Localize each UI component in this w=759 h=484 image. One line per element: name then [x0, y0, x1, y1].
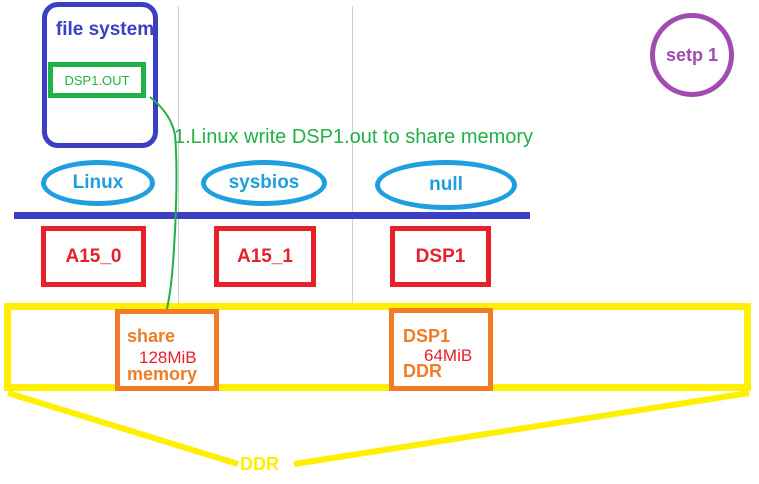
column-divider	[178, 6, 179, 306]
system-bus	[14, 212, 530, 219]
region-size: 128MiB	[139, 348, 197, 367]
file-system-box: file system	[42, 2, 158, 148]
ddr-right-leg	[293, 390, 750, 467]
os-null: null	[375, 160, 517, 210]
region-name-bottom: DDR	[403, 361, 442, 381]
share-memory-region: share 128MiB memory	[115, 309, 219, 391]
dsp1-out-file: DSP1.OUT	[48, 62, 146, 98]
core-dsp1: DSP1	[390, 226, 491, 287]
step-annotation: 1.Linux write DSP1.out to share memory	[174, 126, 534, 148]
file-system-title: file system	[55, 19, 155, 40]
region-name-bottom: memory	[127, 364, 198, 384]
os-linux: Linux	[41, 160, 155, 206]
ddr-memory-band	[4, 303, 751, 391]
dsp1-ddr-region: DSP1 64MiB DDR	[389, 308, 493, 391]
write-arrow-path	[149, 96, 178, 314]
os-sysbios: sysbios	[201, 160, 327, 206]
ddr-left-leg	[7, 390, 239, 467]
region-size: 64MiB	[424, 346, 473, 365]
region-name-top: DSP1	[403, 326, 451, 346]
core-a15-1: A15_1	[214, 226, 316, 287]
column-divider	[352, 6, 353, 306]
core-a15-0: A15_0	[41, 226, 146, 287]
region-name-top: share	[127, 326, 176, 346]
ddr-label: DDR	[240, 454, 279, 474]
step-badge: setp 1	[650, 13, 734, 97]
